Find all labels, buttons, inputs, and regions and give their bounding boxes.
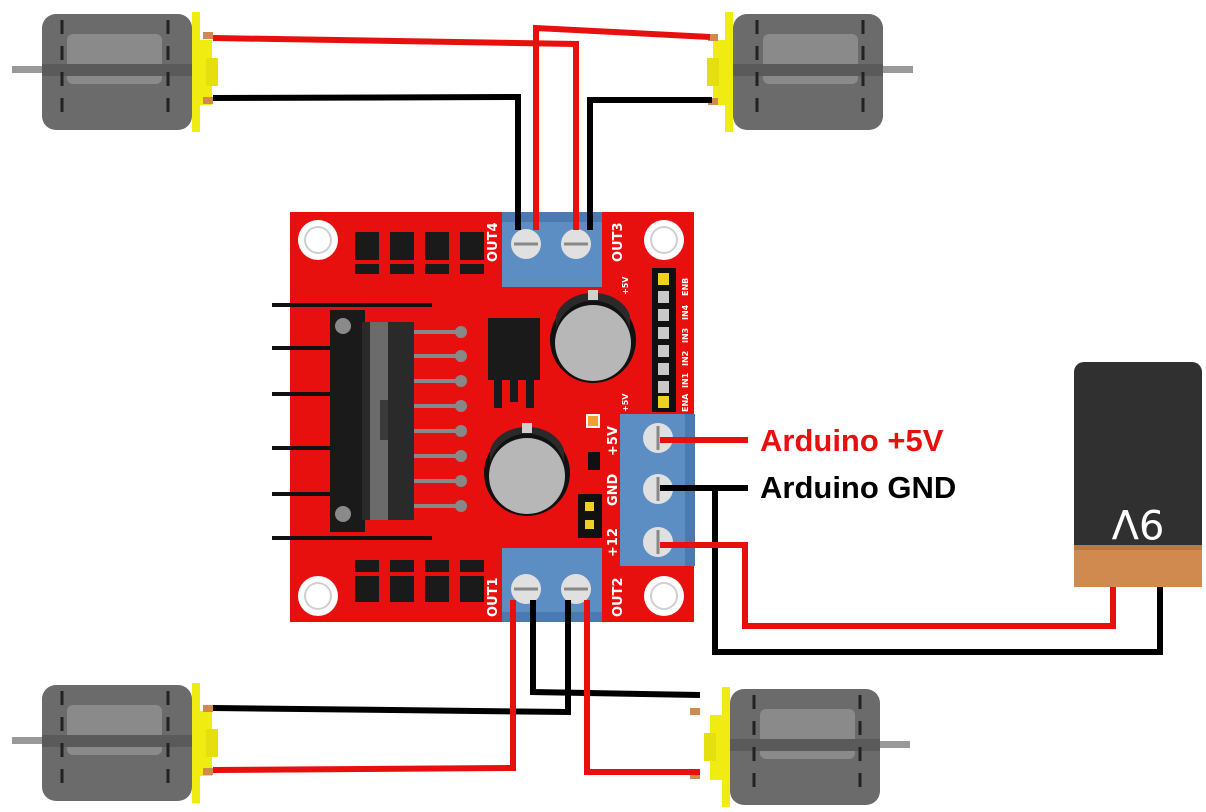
label-out1: OUT1 — [486, 577, 501, 617]
label-out4: OUT4 — [486, 222, 501, 262]
resistor — [588, 452, 600, 470]
wire-bl-black — [212, 600, 571, 716]
wires — [212, 24, 1163, 775]
label-out3: OUT3 — [611, 222, 626, 262]
wire-battery-pos — [660, 542, 1116, 629]
motor-bottom-left — [10, 681, 220, 805]
header-label-in2: IN2 — [681, 351, 690, 366]
label-arduino-5v: Arduino +5V — [760, 423, 944, 458]
capacitor-bottom — [484, 423, 570, 516]
diodes-top — [355, 232, 484, 274]
wire-tr-red — [533, 24, 711, 230]
l298n-board: +5V +5V ENA IN1 IN2 IN3 IN4 ENB — [272, 212, 695, 622]
wire-br-black — [530, 600, 701, 698]
label-plus12: +12 — [606, 528, 621, 557]
header-label-in4: IN4 — [681, 304, 690, 320]
header-label-in1: IN1 — [681, 372, 690, 388]
wire-tl-black — [212, 93, 521, 230]
header-label-in3: IN3 — [681, 328, 690, 343]
header-label-enb: ENB — [681, 278, 690, 296]
diodes-bottom — [355, 560, 484, 602]
wire-tr-black — [587, 97, 712, 230]
motor-bottom-right — [690, 685, 912, 809]
label-gnd: GND — [606, 473, 621, 506]
wire-br-red — [584, 600, 700, 775]
header-label-5v-top: +5V — [621, 276, 630, 295]
driver-pins — [414, 326, 467, 512]
label-plus5v: +5V — [606, 426, 621, 456]
battery-label: 9V — [1111, 500, 1164, 546]
jumper — [578, 494, 602, 538]
pin-header — [652, 268, 676, 412]
heatsink — [272, 303, 432, 540]
voltage-regulator — [488, 318, 540, 408]
wire-tl-red — [212, 35, 579, 230]
label-arduino-gnd: Arduino GND — [760, 470, 956, 505]
pin-header-labels: +5V +5V ENA IN1 IN2 IN3 IN4 ENB — [621, 276, 690, 412]
header-label-5v-bottom: +5V — [621, 393, 630, 412]
wire-battery-gnd — [712, 488, 1163, 655]
terminal-block-bottom — [502, 548, 602, 622]
motor-top-left — [10, 10, 220, 134]
label-out2: OUT2 — [611, 577, 626, 617]
motor-top-right — [705, 10, 915, 134]
wire-bl-red — [212, 600, 516, 773]
capacitor-top — [550, 290, 636, 383]
header-label-ena: ENA — [681, 393, 690, 412]
battery-9v: 9V — [1074, 362, 1202, 587]
